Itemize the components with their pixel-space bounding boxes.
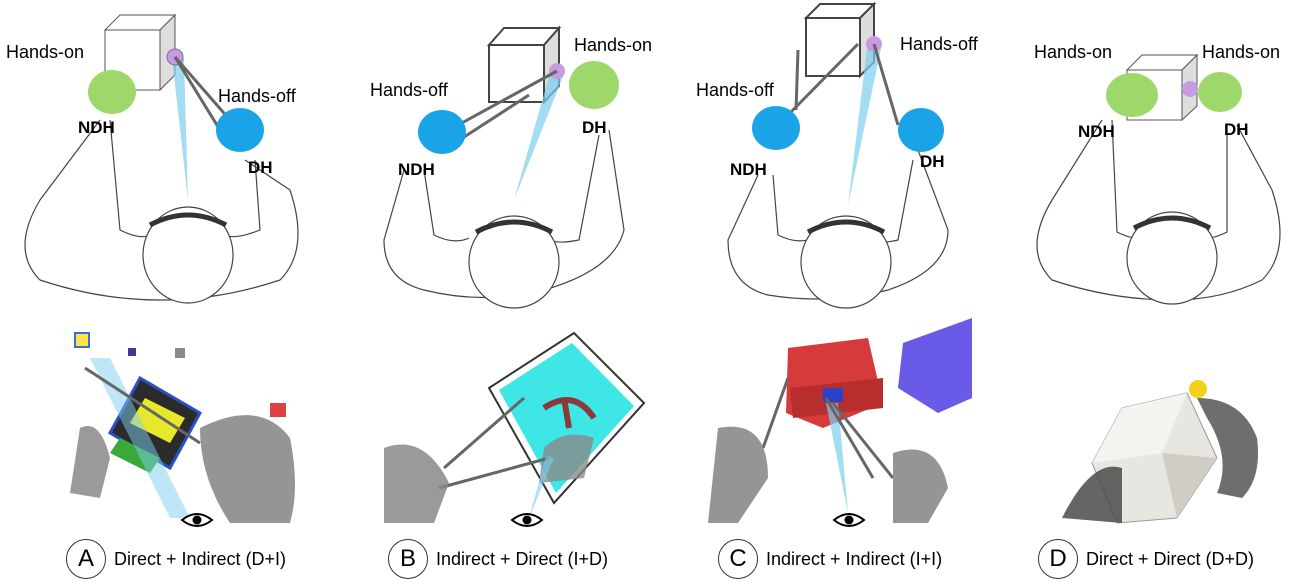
right-hand-icon <box>898 108 944 152</box>
label-left: Hands-off <box>370 80 448 100</box>
panel-a-photo <box>70 332 295 523</box>
cube-icon <box>103 13 177 92</box>
caption-c: C Indirect + Indirect (I+I) <box>718 538 942 580</box>
panel-c: Hands-off Hands-off NDH DH C Indirect + … <box>648 0 978 584</box>
badge-d: D <box>1038 539 1078 579</box>
head-outline <box>468 215 560 309</box>
contact-point <box>1189 380 1207 398</box>
panel-c-diagram <box>727 1 949 309</box>
tag-left: NDH <box>1078 122 1115 141</box>
left-hand-icon <box>418 110 466 154</box>
cube-icon <box>803 1 877 79</box>
panel-d-diagram <box>1036 53 1281 305</box>
caption-d: D Direct + Direct (D+D) <box>1038 538 1254 580</box>
caption-text: Direct + Direct (D+D) <box>1086 548 1255 569</box>
panel-b: Hands-off Hands-on NDH DH B Indirect + D… <box>324 0 652 584</box>
right-hand-icon <box>1198 72 1242 112</box>
label-right: Hands-off <box>218 86 296 106</box>
tag-right: DH <box>582 118 607 137</box>
glasses-icon <box>148 212 228 228</box>
badge-b: B <box>388 539 428 579</box>
panel-d: Hands-on Hands-on NDH DH D Direct + Dire… <box>972 0 1296 584</box>
panel-a-diagram <box>24 13 299 304</box>
glasses-icon <box>1132 215 1212 231</box>
tag-left: NDH <box>730 160 767 179</box>
eye-icon <box>832 513 866 527</box>
glasses-icon <box>806 219 886 235</box>
badge-c: C <box>718 539 758 579</box>
tag-left: NDH <box>78 118 115 137</box>
left-hand-icon <box>752 106 800 150</box>
head-outline <box>1126 211 1218 305</box>
gaze-ray <box>514 66 564 200</box>
label-left: Hands-off <box>696 80 774 100</box>
panel-b-diagram <box>383 25 625 309</box>
tag-left: NDH <box>398 160 435 179</box>
label-left: Hands-on <box>6 42 85 62</box>
left-hand-icon <box>88 70 136 114</box>
caption-a: A Direct + Indirect (D+I) <box>66 538 286 580</box>
badge-a: A <box>66 539 106 579</box>
eye-icon <box>510 513 544 527</box>
caption-text: Indirect + Indirect (I+I) <box>766 548 943 569</box>
tag-right: DH <box>248 158 273 177</box>
right-hand-icon <box>216 108 264 152</box>
label-right: Hands-on <box>574 35 653 55</box>
left-hand-icon <box>1106 73 1158 117</box>
label-right: Hands-on <box>1202 42 1281 62</box>
label-left: Hands-on <box>1034 42 1113 62</box>
panel-d-photo <box>1062 380 1258 524</box>
panel-a: Hands-on Hands-off NDH DH A Direct + Ind… <box>0 0 324 584</box>
pointer-line <box>448 69 558 132</box>
pointer-line <box>786 42 860 117</box>
contact-point <box>1182 81 1198 97</box>
gaze-ray <box>172 58 188 200</box>
label-right: Hands-off <box>900 34 978 54</box>
glasses-icon <box>474 219 554 235</box>
caption-text: Direct + Indirect (D+I) <box>114 548 287 569</box>
head-outline <box>142 206 234 304</box>
caption-b: B Indirect + Direct (I+D) <box>388 538 608 580</box>
caption-text: Indirect + Direct (I+D) <box>436 548 609 569</box>
gaze-ray <box>848 40 882 205</box>
pointer-line <box>173 56 222 131</box>
panel-c-photo <box>708 318 972 523</box>
tag-right: DH <box>920 152 945 171</box>
eye-icon <box>180 513 214 527</box>
tag-right: DH <box>1224 120 1249 139</box>
head-outline <box>800 215 892 309</box>
right-hand-icon <box>569 61 619 109</box>
panel-b-photo <box>384 331 646 523</box>
